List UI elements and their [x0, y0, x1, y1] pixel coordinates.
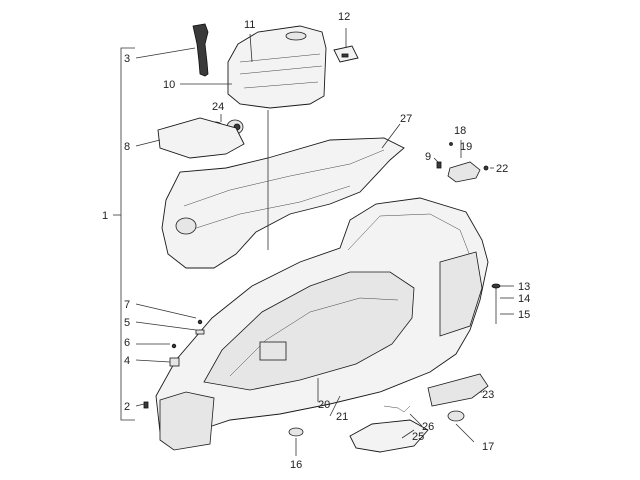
callout-5: 5: [124, 317, 130, 329]
part-grommet: [447, 410, 465, 422]
callout-24: 24: [212, 101, 224, 113]
callout-14: 14: [518, 293, 530, 305]
callout-labels: 1 2 3 4 5 6 7 8 9 10 11 12 13 14 15 16 1…: [102, 11, 530, 471]
callout-16: 16: [290, 459, 302, 471]
callout-7: 7: [124, 299, 130, 311]
part-main-body: [155, 197, 489, 451]
callout-10: 10: [163, 79, 175, 91]
group-bracket: [113, 47, 135, 421]
callout-6: 6: [124, 337, 130, 349]
part-small-bracket: [436, 142, 489, 183]
part-box-lid: [227, 25, 327, 109]
callout-1: 1: [102, 210, 108, 222]
callout-27: 27: [400, 113, 412, 125]
part-tag: [333, 45, 359, 63]
callout-22: 22: [496, 163, 508, 175]
callout-23: 23: [482, 389, 494, 401]
callout-12: 12: [338, 11, 350, 23]
part-tunnel-mat: [161, 137, 405, 269]
callout-19: 19: [460, 141, 472, 153]
callout-3: 3: [124, 53, 130, 65]
callout-20: 20: [318, 399, 330, 411]
callout-11: 11: [244, 19, 255, 31]
callout-8: 8: [124, 141, 130, 153]
part-plug: [288, 427, 304, 437]
callout-18: 18: [454, 125, 466, 137]
part-cover-plate: [157, 117, 245, 159]
callout-17: 17: [482, 441, 494, 453]
part-screw: [491, 283, 501, 324]
part-strap: [192, 23, 209, 77]
callout-26: 26: [422, 421, 434, 433]
callout-25: 25: [412, 431, 424, 443]
callout-21: 21: [336, 411, 348, 423]
callout-15: 15: [518, 309, 530, 321]
callout-13: 13: [518, 281, 530, 293]
leader-lines: [135, 28, 514, 456]
part-side-cover: [427, 373, 489, 407]
callout-4: 4: [124, 355, 130, 367]
callout-9: 9: [425, 151, 431, 163]
part-rod: [383, 405, 411, 413]
callout-2: 2: [124, 401, 130, 413]
part-bottom-plate: [349, 419, 429, 453]
